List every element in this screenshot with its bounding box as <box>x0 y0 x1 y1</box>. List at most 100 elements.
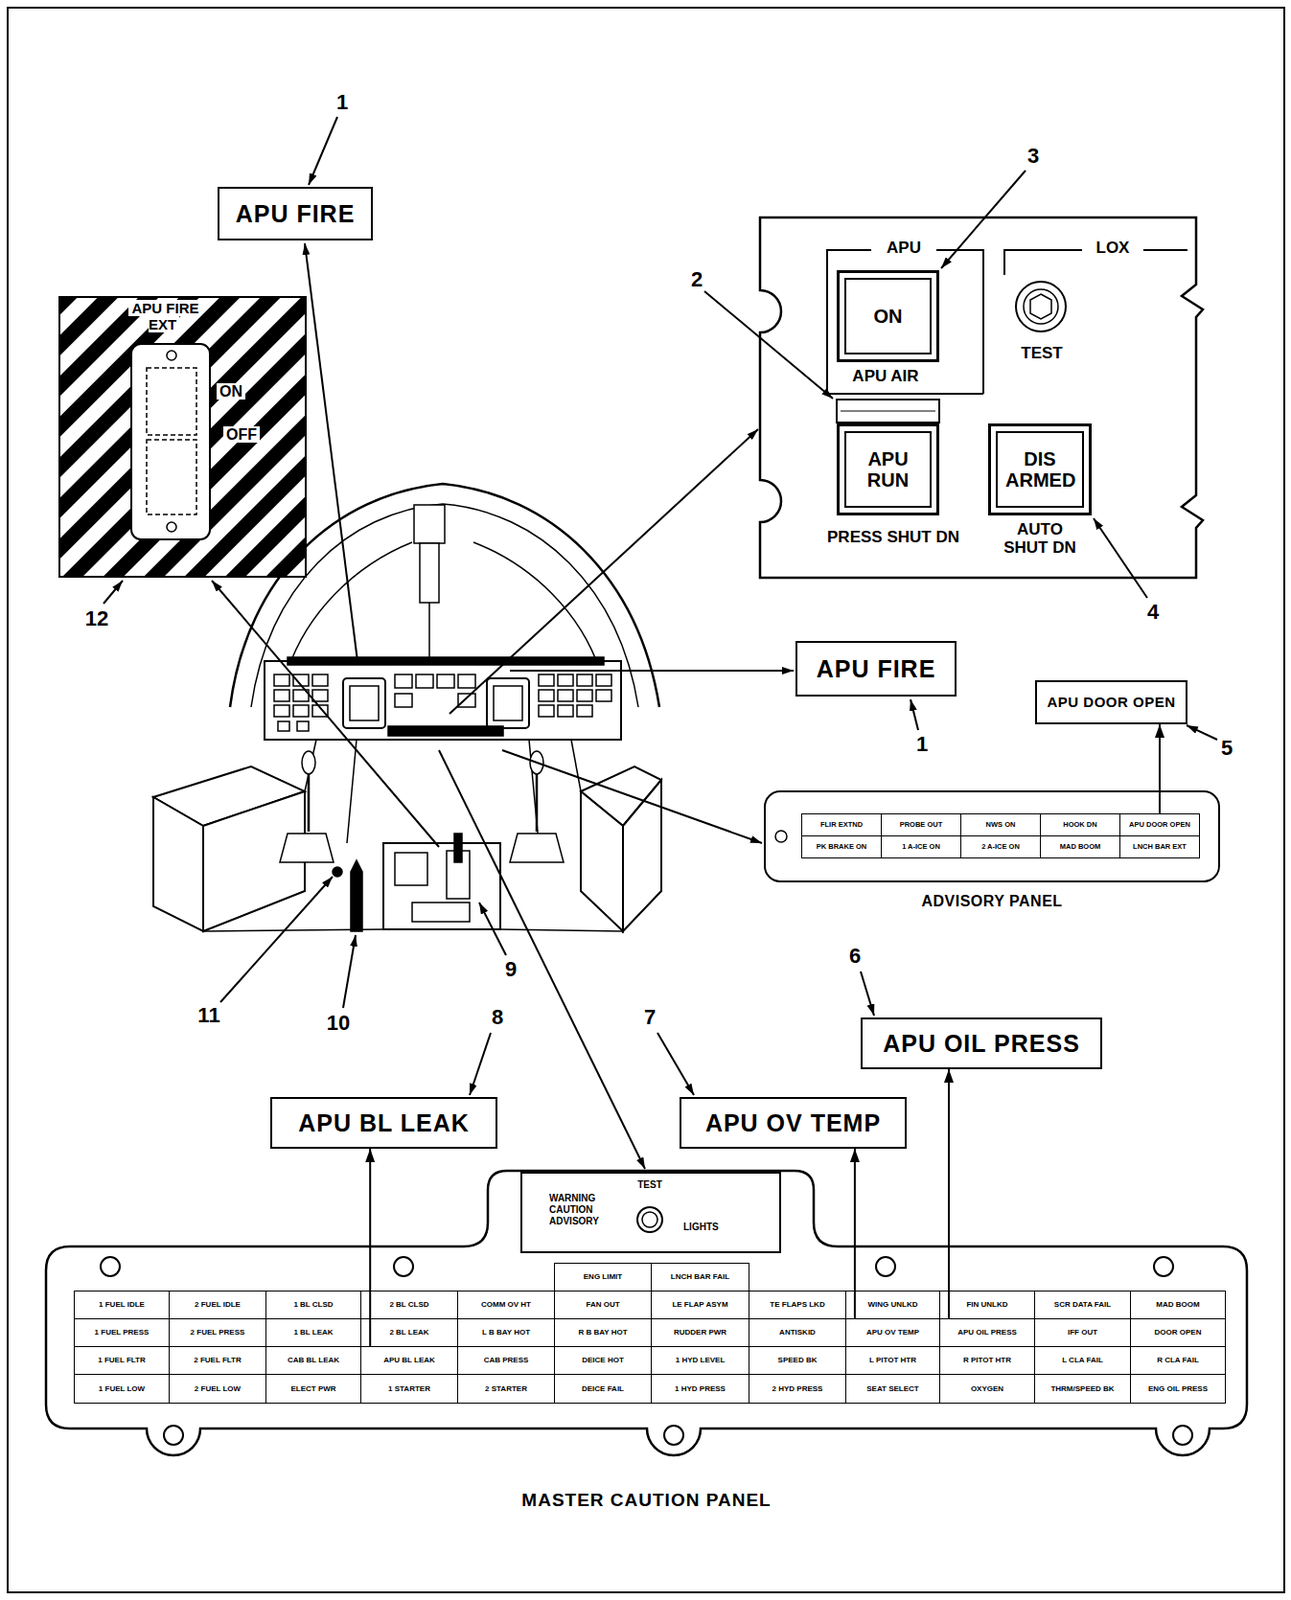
light-text: TE FLAPS LKD <box>768 1301 826 1310</box>
text-slot: ON <box>215 382 247 401</box>
light-text: COMM OV HT <box>480 1301 532 1310</box>
connector <box>853 1149 856 1319</box>
light-text: ELECT PWR <box>289 1385 337 1394</box>
cockpit-illustration <box>153 797 204 932</box>
light-text: 1 BL CLSD <box>292 1301 334 1310</box>
annunciator-light: 1 HYD PRESS <box>650 1374 750 1405</box>
annunciator-light: APU BL LEAK <box>360 1346 459 1376</box>
light-text: 1 HYD LEVEL <box>674 1357 727 1365</box>
cockpit-illustration <box>274 690 290 702</box>
annunciator-light: CAB PRESS <box>457 1346 555 1376</box>
light-text: WING UNLKD <box>867 1301 920 1310</box>
panel-detail <box>1023 289 1059 324</box>
cockpit-illustration <box>293 705 309 717</box>
cockpit-illustration <box>307 766 311 832</box>
cockpit-illustration <box>437 674 455 689</box>
annunciator-light: SEAT SELECT <box>845 1374 941 1405</box>
panel-detail <box>163 1426 184 1446</box>
panel-text: LIGHTS <box>683 1221 719 1233</box>
cockpit-illustration <box>493 686 523 721</box>
light-text: DEICE FAIL <box>580 1385 625 1394</box>
cockpit-illustration <box>414 505 445 544</box>
callout-number: 10 <box>326 1012 350 1036</box>
annunciator-light: FIN UNLKD <box>939 1291 1036 1320</box>
annunciator-light: 2 BL CLSD <box>360 1291 459 1320</box>
annunciator-light: ELECT PWR <box>265 1374 362 1405</box>
panel-detail <box>1015 281 1066 332</box>
cockpit-illustration <box>346 739 357 844</box>
panel-text: MASTER CAUTION PANEL <box>521 1490 771 1511</box>
box-text: APU BL LEAK <box>298 1109 470 1138</box>
cockpit-illustration <box>535 766 539 832</box>
light-text: 2 FUEL FLTR <box>192 1357 242 1365</box>
pointer-arrows <box>509 669 794 672</box>
text-slot: APU <box>875 238 933 258</box>
box-text: APU OIL PRESS <box>882 1030 1081 1059</box>
cockpit-illustration <box>596 674 612 687</box>
annunciator-light: LNCH BAR FAIL <box>650 1263 750 1292</box>
light-text: L B BAY HOT <box>481 1329 531 1338</box>
panel-text: APU AIR <box>852 367 919 386</box>
cockpit-illustration <box>383 843 501 930</box>
light-text: FIN UNLKD <box>965 1301 1009 1310</box>
cockpit-illustration <box>486 678 530 729</box>
light-text: LNCH BAR FAIL <box>669 1273 731 1282</box>
push-button: DIS ARMED <box>988 423 1092 516</box>
cockpit-illustration <box>576 674 593 687</box>
annunciator-light: NWS ON <box>960 813 1041 837</box>
annunciator-light: APU DOOR OPEN <box>1119 813 1200 837</box>
panel-detail <box>827 250 984 394</box>
annunciator-light: PK BRAKE ON <box>801 835 882 859</box>
callout-number: 8 <box>491 1006 504 1030</box>
light-text: FLIR EXTND <box>819 821 864 830</box>
annunciator-light: OXYGEN <box>939 1374 1036 1405</box>
panel-detail <box>836 399 940 423</box>
annunciator-light: RUDDER PWR <box>650 1318 750 1348</box>
panel-detail <box>760 217 1203 578</box>
label-box: APU OIL PRESS <box>860 1017 1103 1070</box>
panel-detail <box>59 297 306 577</box>
light-text: CAB BL LEAK <box>286 1357 341 1365</box>
light-text: R PITOT HTR <box>962 1357 1013 1365</box>
label-box: APU OV TEMP <box>679 1097 907 1150</box>
annunciator-light: IFF OUT <box>1034 1318 1131 1348</box>
panel-detail <box>775 830 787 843</box>
callout-number: 1 <box>916 733 928 757</box>
cockpit-illustration <box>274 674 290 687</box>
control-panel: APULOXTESTAPU AIRPRESS SHUT DNAUTO SHUT … <box>760 217 1203 578</box>
light-text: 2 STARTER <box>484 1385 529 1394</box>
annunciator-light: CAB BL LEAK <box>265 1346 362 1376</box>
light-text: 2 FUEL PRESS <box>189 1329 247 1338</box>
cockpit-illustration <box>557 690 574 702</box>
light-text: ENG OIL PRESS <box>1147 1385 1209 1394</box>
light-text: NWS ON <box>985 821 1017 830</box>
light-text: 1 FUEL FLTR <box>96 1357 146 1365</box>
cockpit-illustration <box>458 693 476 708</box>
cockpit-illustration <box>297 721 309 732</box>
light-text: DOOR OPEN <box>1153 1329 1203 1338</box>
light-text: HOOK DN <box>1061 821 1098 830</box>
annunciator-light: HOOK DN <box>1039 813 1121 837</box>
cockpit-illustration <box>580 791 623 932</box>
annunciator-light: COMM OV HT <box>457 1291 555 1320</box>
panel-outline <box>760 217 1203 578</box>
panel-text: APU FIRE EXT <box>128 299 199 333</box>
cockpit-illustration <box>454 833 462 863</box>
fire-extinguisher-panel: APU FIRE EXTONOFF <box>58 296 307 578</box>
push-button: APU RUN <box>836 423 940 516</box>
panel-outline <box>763 790 1221 883</box>
box-text: APU DOOR OPEN <box>1046 693 1176 711</box>
callout-number: 1 <box>336 91 348 115</box>
panel-detail <box>146 439 197 515</box>
callout-number: 4 <box>1147 600 1159 624</box>
light-text: PK BRAKE ON <box>815 843 869 852</box>
panel-detail <box>1030 294 1052 320</box>
cockpit-illustration <box>350 860 363 932</box>
test-switch-panel: WARNING CAUTION ADVISORYTESTLIGHTS <box>520 1172 782 1254</box>
panel-detail <box>876 1257 896 1277</box>
light-text: R CLA FAIL <box>1155 1357 1200 1365</box>
annunciator-light: 2 STARTER <box>457 1374 555 1405</box>
annunciator-light: 2 FUEL FLTR <box>168 1346 267 1376</box>
